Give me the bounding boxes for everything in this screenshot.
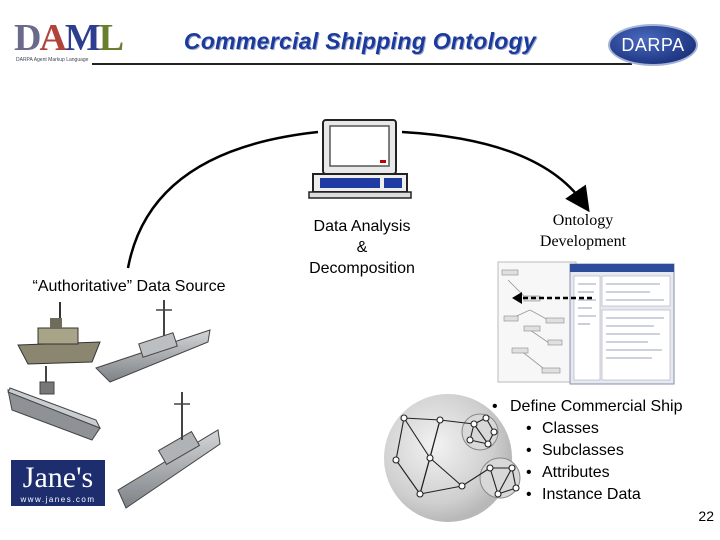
computer-terminal-icon (308, 119, 412, 199)
bullet-main: Define Commercial Ship (492, 396, 683, 418)
ship-icon (7, 366, 102, 441)
ship-icon (117, 392, 221, 509)
daml-tagline: DARPA Agent Markup Language (16, 57, 89, 63)
flow-arc-right (401, 130, 590, 213)
page-number: 22 (698, 508, 714, 524)
bullet-list: Define Commercial Ship Classes Subclasse… (492, 396, 683, 506)
janes-logo-url: www.janes.com (20, 495, 96, 504)
daml-logo-word: DAML (14, 17, 124, 59)
analysis-label: Data Analysis & Decomposition (309, 218, 415, 277)
flow-arc-left (126, 130, 319, 269)
janes-logo: Jane's www.janes.com (11, 460, 105, 506)
ontology-label: Ontology Development (539, 212, 627, 250)
list-item: Subclasses (526, 440, 683, 462)
graph-network-icon (384, 394, 521, 522)
page-title: Commercial Shipping Ontology (183, 28, 537, 54)
ship-icon (95, 300, 211, 383)
daml-logo: DAML DARPA Agent Markup Language (14, 18, 124, 66)
janes-logo-word: Jane's (22, 461, 94, 494)
data-source-label: “Authoritative” Data Source (32, 278, 226, 295)
list-item: Classes (526, 418, 683, 440)
sub-bullet-list: Classes Subclasses Attributes Instance D… (492, 418, 683, 506)
list-item: Instance Data (526, 484, 683, 506)
darpa-logo: DARPA (608, 24, 698, 66)
ship-icon (17, 302, 101, 365)
ontology-editor-screenshot (497, 261, 675, 385)
list-item: Attributes (526, 462, 683, 484)
title-underline (92, 63, 632, 65)
